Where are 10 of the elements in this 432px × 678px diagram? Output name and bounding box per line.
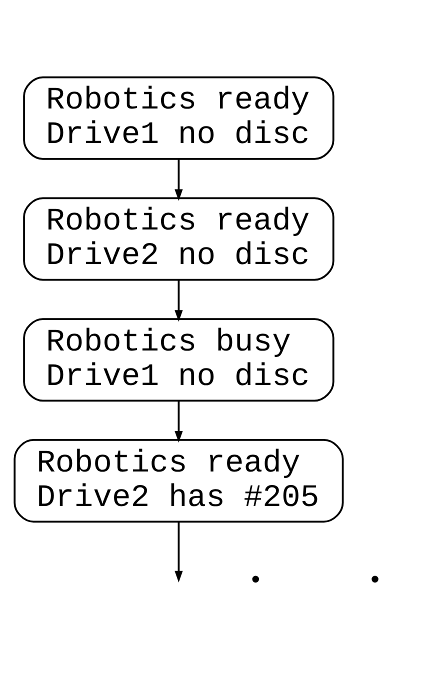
label: • [367,566,383,595]
arrow [174,280,183,322]
label: • [248,566,264,595]
node-box: Robotics busy Drive1 no disc [23,318,334,402]
node-box: Robotics ready Drive2 no disc [23,196,334,280]
arrow [174,400,183,442]
arrow [174,159,183,200]
arrow [174,521,183,582]
node-box: Robotics ready Drive1 no disc [23,76,334,160]
node-box: Robotics ready Drive2 has #205 [14,438,344,522]
